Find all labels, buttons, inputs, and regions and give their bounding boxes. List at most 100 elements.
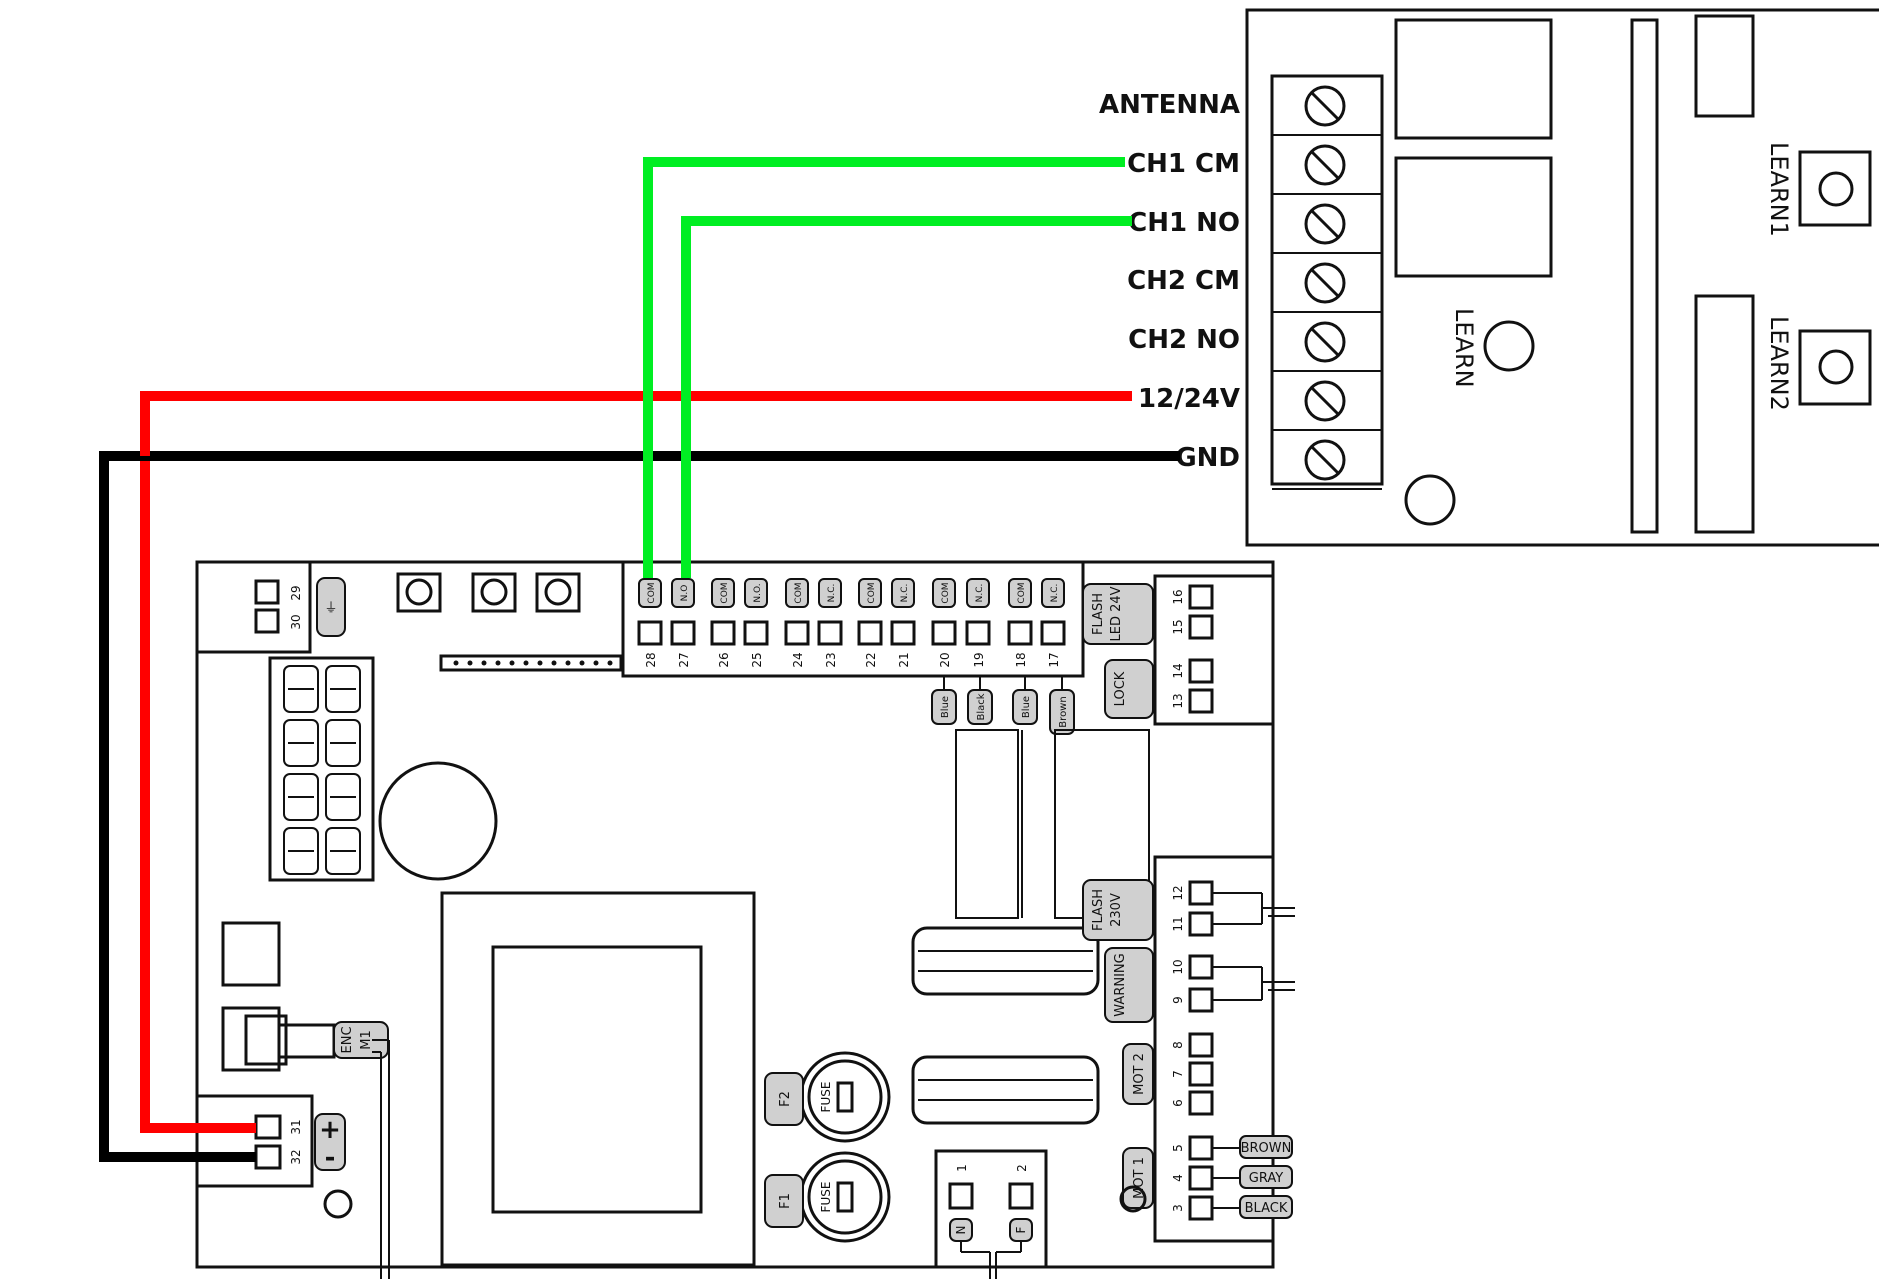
- terminal-antenna: ANTENNA: [1099, 90, 1240, 120]
- svg-text:22: 22: [864, 652, 878, 667]
- svg-text:6: 6: [1171, 1099, 1185, 1107]
- svg-text:23: 23: [824, 652, 838, 667]
- receiver-module: LEARN LEARN1 LEARN2: [1245, 8, 1879, 547]
- m1-label: M1: [359, 1030, 374, 1050]
- motor-wire-brown: BROWN: [1241, 1141, 1292, 1156]
- right-terminal-7: 7: [1171, 1061, 1214, 1087]
- fuse-f1-label: FUSE: [819, 1182, 833, 1213]
- right-terminal-10: 10: [1171, 954, 1214, 980]
- svg-text:Brown: Brown: [1058, 696, 1069, 727]
- term-1: 1: [955, 1164, 969, 1172]
- svg-text:21: 21: [897, 652, 911, 667]
- right-terminal-13: 13: [1171, 688, 1214, 714]
- svg-text:25: 25: [750, 652, 764, 667]
- right-terminal-6: 6: [1171, 1090, 1214, 1116]
- svg-text:N.O.: N.O.: [753, 583, 763, 602]
- screw-icon: [1304, 144, 1346, 186]
- svg-text:N.C.: N.C.: [827, 584, 837, 603]
- motor-wire-black: BLACK: [1245, 1201, 1288, 1216]
- screw-icon: [1304, 203, 1346, 245]
- flash-230-label: FLASH: [1091, 889, 1106, 931]
- screw-icon: [1304, 262, 1346, 304]
- wire-black-gnd: [99, 451, 1180, 1162]
- wire-red-12-24v: [140, 391, 1132, 1133]
- terminal-ch2-cm: CH2 CM: [1127, 266, 1240, 296]
- minus-sign: -: [325, 1143, 336, 1173]
- term-29: 29: [289, 585, 303, 600]
- antenna-ground-icon: ⏚: [324, 601, 337, 616]
- right-terminal-4: 4: [1171, 1165, 1214, 1191]
- right-terminal-9: 9: [1171, 987, 1214, 1013]
- wire-green-ch1-cm: [643, 157, 1125, 578]
- f2-label: F2: [778, 1091, 793, 1107]
- mains-f-label: F: [1014, 1226, 1028, 1233]
- wire-color-tag: Brown: [1049, 676, 1075, 735]
- svg-text:COM: COM: [794, 582, 804, 603]
- svg-text:24: 24: [791, 652, 805, 667]
- term-2: 2: [1015, 1164, 1029, 1172]
- svg-text:4: 4: [1171, 1174, 1185, 1182]
- top-terminal-20: COM 20: [931, 578, 957, 668]
- plus-sign: +: [319, 1115, 341, 1145]
- svg-text:28: 28: [644, 652, 658, 667]
- wire-color-tag: Blue: [931, 676, 957, 725]
- right-terminal-14: 14: [1171, 658, 1214, 684]
- terminal-gnd: GND: [1175, 443, 1240, 473]
- mot2-label: MOT 2: [1132, 1053, 1147, 1095]
- right-terminal-12: 12: [1171, 880, 1214, 906]
- top-terminal-25: N.O. 25: [743, 578, 769, 668]
- top-terminal-19: N.C.19: [965, 578, 991, 668]
- svg-text:Blue: Blue: [1021, 696, 1032, 718]
- svg-text:12: 12: [1171, 885, 1185, 900]
- svg-text:20: 20: [938, 652, 952, 667]
- screw-icon: [1304, 380, 1346, 422]
- svg-text:10: 10: [1171, 959, 1185, 974]
- right-terminal-8: 8: [1171, 1032, 1214, 1058]
- svg-text:Blue: Blue: [940, 696, 951, 718]
- terminal-ch2-no: CH2 NO: [1128, 325, 1240, 355]
- flash-230-voltage: 230V: [1109, 893, 1124, 927]
- right-terminal-16: 16: [1171, 584, 1214, 610]
- svg-text:N.C.: N.C.: [1050, 584, 1060, 603]
- svg-text:3: 3: [1171, 1204, 1185, 1212]
- term-30: 30: [289, 614, 303, 629]
- receiver-terminal-labels: ANTENNA CH1 CM CH1 NO CH2 CM CH2 NO 12/2…: [1099, 90, 1240, 473]
- svg-text:N.C.: N.C.: [900, 584, 910, 603]
- svg-text:17: 17: [1047, 652, 1061, 667]
- svg-text:COM: COM: [867, 582, 877, 603]
- right-terminal-15: 15: [1171, 614, 1214, 640]
- right-terminal-5: 5: [1171, 1135, 1214, 1161]
- svg-text:COM: COM: [1017, 582, 1027, 603]
- svg-text:27: 27: [677, 652, 691, 667]
- top-terminal-27: N.O27: [670, 578, 696, 668]
- control-board: 29 30 ⏚ ENC M1 31 32 + -: [195, 560, 1295, 1279]
- top-terminal-18: COM 18: [1007, 578, 1033, 668]
- wire-color-tag: Blue: [1012, 676, 1038, 725]
- warning-label: WARNING: [1113, 953, 1128, 1016]
- screw-icon: [1304, 85, 1346, 127]
- right-terminal-11: 11: [1171, 911, 1214, 937]
- terminal-ch1-no: CH1 NO: [1128, 208, 1240, 238]
- svg-text:11: 11: [1171, 916, 1185, 931]
- motor-wire-gray: GRAY: [1249, 1171, 1283, 1186]
- svg-text:18: 18: [1014, 652, 1028, 667]
- term-32: 32: [289, 1149, 303, 1164]
- svg-text:15: 15: [1171, 619, 1185, 634]
- svg-text:COM: COM: [647, 582, 657, 603]
- flash-led-label: FLASH: [1091, 593, 1106, 635]
- svg-text:COM: COM: [941, 582, 951, 603]
- svg-text:16: 16: [1171, 589, 1185, 604]
- top-terminal-23: N.C. 23: [817, 578, 843, 668]
- top-terminal-22: COM 22: [857, 578, 883, 668]
- learn2-label: LEARN2: [1765, 316, 1793, 411]
- screw-icon: [1304, 321, 1346, 363]
- svg-text:9: 9: [1171, 996, 1185, 1004]
- svg-text:26: 26: [717, 652, 731, 667]
- flash-led-voltage: LED 24V: [1109, 586, 1124, 641]
- f1-label: F1: [778, 1193, 793, 1209]
- svg-text:7: 7: [1171, 1070, 1185, 1078]
- svg-text:Black: Black: [976, 693, 987, 720]
- top-terminal-24: COM 24: [784, 578, 810, 668]
- term-31: 31: [289, 1119, 303, 1134]
